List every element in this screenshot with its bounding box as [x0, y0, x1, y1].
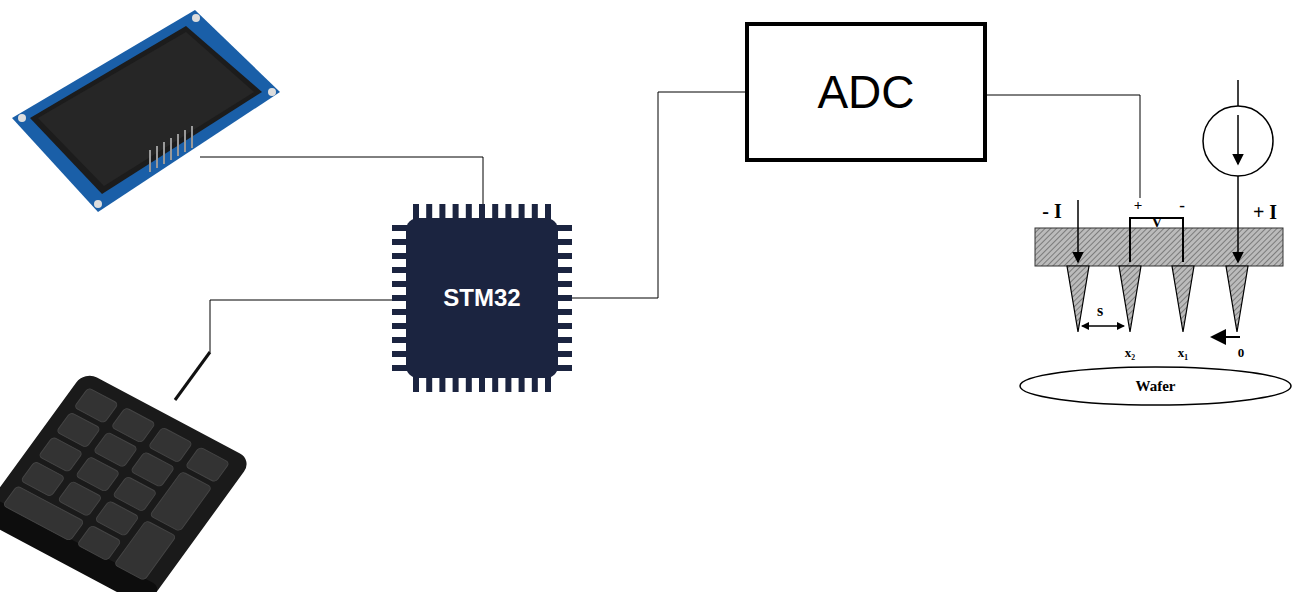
microcontroller-chip: STM32 [392, 203, 572, 393]
probe-label: s [1097, 303, 1103, 319]
probe-label: x₁ [1178, 346, 1188, 359]
four-point-probe [1035, 80, 1283, 337]
oled-display [12, 10, 280, 212]
probe-label: - I [1042, 201, 1061, 221]
oled-wire [200, 157, 483, 205]
keypad-cable [175, 352, 210, 400]
probe-label: - [1179, 197, 1185, 214]
probe-wire [987, 95, 1140, 198]
node-label: Wafer [1136, 378, 1176, 395]
adc-box: ADC [745, 22, 987, 162]
keypad-wire [210, 300, 392, 352]
signal-wire [572, 92, 745, 298]
node-label: ADC [817, 65, 914, 119]
keypad [0, 371, 252, 592]
probe-label: x₂ [1125, 346, 1135, 359]
probe-label: V [1152, 215, 1163, 230]
probe-label: + [1134, 198, 1143, 213]
node-label: STM32 [443, 284, 520, 312]
probe-label: + I [1253, 202, 1277, 222]
wafer-ellipse: Wafer [1018, 365, 1293, 407]
probe-label: 0 [1238, 346, 1245, 359]
